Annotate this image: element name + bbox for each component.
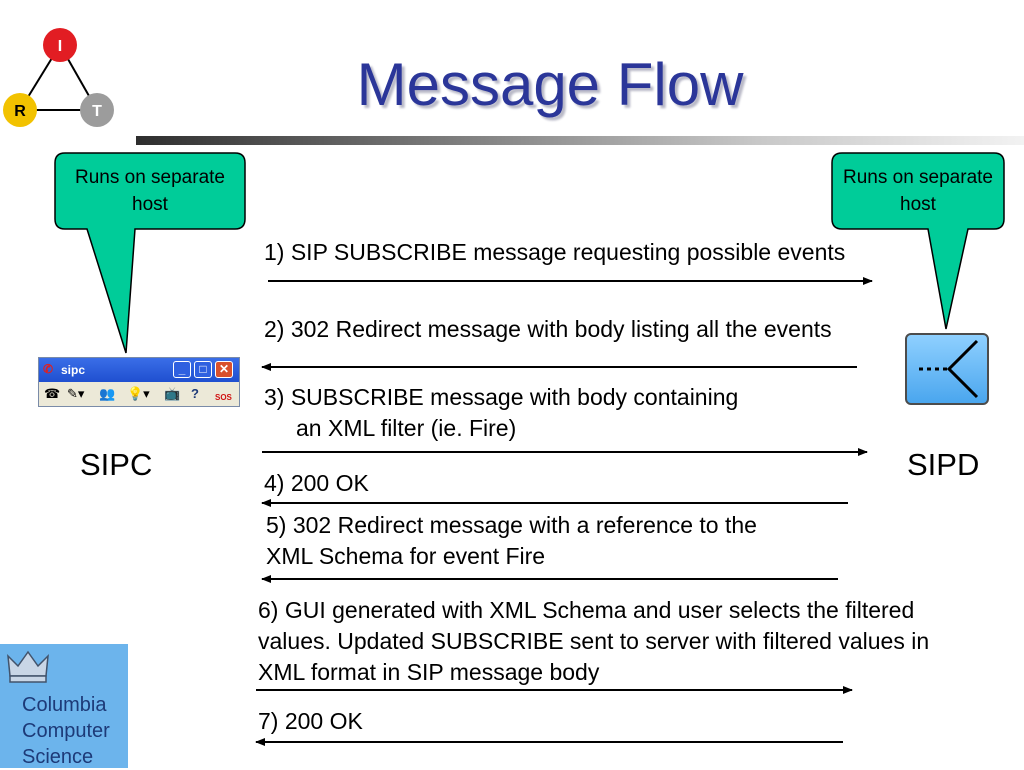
message-4: 4) 200 OK — [264, 468, 369, 499]
callout-left — [54, 152, 246, 354]
minimize-button[interactable]: _ — [173, 361, 191, 378]
page-title: Message Flow — [356, 51, 744, 118]
phone-icon[interactable]: ☎ — [44, 386, 61, 401]
message-3-line-1: 3) SUBSCRIBE message with body containin… — [264, 384, 739, 410]
message-2-line-1: 2) 302 Redirect message with body listin… — [264, 316, 832, 342]
message-5-line-1: 5) 302 Redirect message with a reference… — [266, 512, 757, 538]
logo-label-i: I — [58, 38, 62, 55]
close-button[interactable]: ✕ — [215, 361, 233, 378]
message-3: 3) SUBSCRIBE message with body containin… — [264, 382, 738, 444]
message-3-line-2: an XML filter (ie. Fire) — [296, 415, 517, 441]
columbia-line-2: Computer — [22, 720, 110, 742]
callout-left-text: Runs on separate host — [75, 167, 225, 215]
sipc-window-title: sipc — [61, 363, 86, 377]
callout-right-text: Runs on separate host — [843, 167, 993, 215]
message-5: 5) 302 Redirect message with a reference… — [266, 510, 757, 572]
message-5-line-2: XML Schema for event Fire — [266, 543, 546, 569]
logo-node-r — [3, 93, 37, 127]
tv-icon[interactable]: 📺 — [164, 386, 181, 401]
crown-icon — [7, 650, 49, 683]
message-1-line-1: 1) SIP SUBSCRIBE message requesting poss… — [264, 239, 846, 265]
message-6-line-2: values. Updated SUBSCRIBE sent to server… — [258, 628, 930, 654]
irt-logo: I R T — [3, 28, 114, 127]
message-1: 1) SIP SUBSCRIBE message requesting poss… — [264, 237, 845, 268]
columbia-line-1: Columbia — [22, 694, 107, 716]
message-6-line-3: XML format in SIP message body — [258, 659, 600, 685]
sipc-window[interactable]: ✆ sipc _ □ ✕ ☎ ✎▾ 👥 💡▾ 📺 ? SOS — [38, 357, 240, 407]
columbia-text: Columbia Computer Science — [22, 692, 110, 770]
message-7: 7) 200 OK — [258, 706, 363, 737]
sipc-titlebar[interactable]: ✆ sipc _ □ ✕ — [39, 358, 239, 382]
message-6: 6) GUI generated with XML Schema and use… — [258, 595, 1018, 688]
help-icon[interactable]: ? — [191, 386, 199, 401]
edit-icon[interactable]: ✎▾ — [67, 386, 85, 401]
title-divider — [136, 136, 1024, 145]
callout-right — [831, 152, 1005, 330]
sipc-app-icon: ✆ — [43, 362, 54, 376]
logo-node-t — [80, 93, 114, 127]
logo-label-r: R — [14, 103, 26, 120]
columbia-line-3: Science — [22, 746, 94, 768]
people-icon[interactable]: 👥 — [99, 386, 116, 401]
message-6-line-1: 6) GUI generated with XML Schema and use… — [258, 597, 915, 623]
message-4-line-1: 4) 200 OK — [264, 470, 369, 496]
sipd-icon — [905, 333, 989, 405]
label-sipd: SIPD — [907, 447, 980, 482]
logo-node-i — [43, 28, 77, 62]
columbia-logo: Columbia Computer Science — [0, 644, 128, 768]
logo-label-t: T — [92, 103, 102, 120]
sipc-toolbar: ☎ ✎▾ 👥 💡▾ 📺 ? SOS — [39, 382, 239, 406]
maximize-button[interactable]: □ — [194, 361, 212, 378]
message-7-line-1: 7) 200 OK — [258, 708, 363, 734]
bulb-icon[interactable]: 💡▾ — [127, 386, 150, 401]
sos-icon[interactable]: SOS — [215, 393, 232, 402]
label-sipc: SIPC — [80, 447, 153, 482]
message-2: 2) 302 Redirect message with body listin… — [264, 314, 832, 345]
